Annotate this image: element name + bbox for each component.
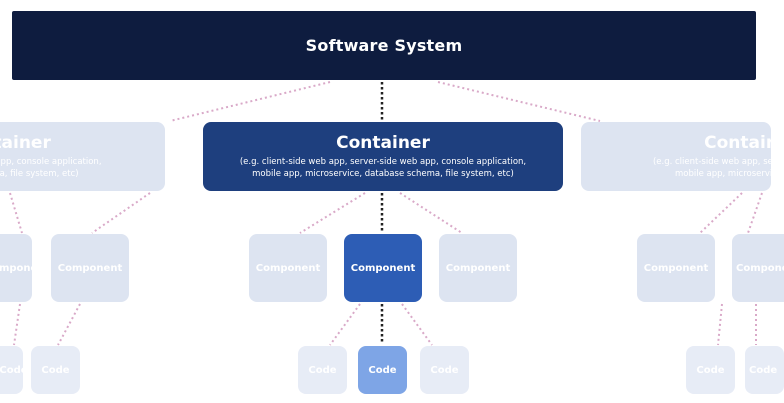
connector-right-container-to-component-b <box>747 192 763 234</box>
faded-component-right-label: Component <box>643 262 709 274</box>
faded-component-far-left: Component <box>0 234 32 302</box>
faded-code-far-left-label: Code <box>0 364 23 376</box>
faded-container-right: Container (e.g. client-side web app, ser… <box>581 122 771 191</box>
faded-container-left-desc-1: (e.g. client-side web app, console appli… <box>0 157 102 167</box>
faded-code-far-right-label: Code <box>749 364 778 376</box>
faded-component-right: Component <box>637 234 715 302</box>
faded-component-center-left: Component <box>249 234 327 302</box>
faded-container-right-desc-1: (e.g. client-side web app, server-side w… <box>652 157 771 167</box>
connector-left-container-to-component-b <box>91 192 151 234</box>
faded-container-left-desc-2: database schema, file system, etc) <box>0 169 79 179</box>
connector-right-component-to-code-a <box>717 303 723 346</box>
connector-left-component-to-code-b <box>57 303 81 346</box>
faded-container-left-title: Container <box>0 133 51 153</box>
faded-component-center-left-label: Component <box>255 262 321 274</box>
faded-code-center-right: Code <box>420 346 469 394</box>
container-title: Container <box>336 133 430 153</box>
faded-code-center-left-label: Code <box>308 364 337 376</box>
connector-right-container-to-component-a <box>699 192 743 234</box>
container-box: Container (e.g. client-side web app, ser… <box>203 122 563 191</box>
container-desc-line-1: (e.g. client-side web app, server-side w… <box>239 157 527 167</box>
code-label: Code <box>368 364 397 376</box>
faded-component-far-right-label: Component <box>736 262 784 274</box>
connector-component-to-left-code <box>329 303 361 346</box>
faded-container-right-title: Container <box>704 133 771 153</box>
faded-code-left-label: Code <box>41 364 70 376</box>
faded-component-left: Component <box>51 234 129 302</box>
faded-code-far-right: Code <box>745 346 784 394</box>
connector-system-to-right-container <box>437 81 601 122</box>
code-box: Code <box>358 346 407 394</box>
container-desc-line-2: mobile app, microservice, database schem… <box>252 169 514 179</box>
faded-component-center-right: Component <box>439 234 517 302</box>
connector-component-to-right-code <box>401 303 433 346</box>
connector-left-container-to-component-a <box>9 192 23 234</box>
faded-component-center-right-label: Component <box>445 262 511 274</box>
faded-code-right-label: Code <box>696 364 725 376</box>
component-label: Component <box>350 262 416 274</box>
faded-component-far-right: Component <box>732 234 784 302</box>
connector-container-to-left-component <box>299 192 366 234</box>
faded-component-far-left-label: Component <box>0 262 32 274</box>
faded-container-right-desc-2: mobile app, microservice, database <box>674 169 771 179</box>
faded-code-left: Code <box>31 346 80 394</box>
faded-code-center-left: Code <box>298 346 347 394</box>
faded-code-far-left: Code <box>0 346 23 394</box>
faded-code-center-right-label: Code <box>430 364 459 376</box>
faded-code-right: Code <box>686 346 735 394</box>
component-box: Component <box>344 234 422 302</box>
software-system-box: Software System <box>12 11 756 80</box>
connector-left-component-to-code-a <box>13 303 21 346</box>
faded-container-left: Container (e.g. client-side web app, con… <box>0 122 165 191</box>
connector-container-to-right-component <box>399 192 463 234</box>
connector-system-to-left-container <box>169 81 331 122</box>
faded-component-left-label: Component <box>57 262 123 274</box>
software-system-title: Software System <box>305 36 463 55</box>
